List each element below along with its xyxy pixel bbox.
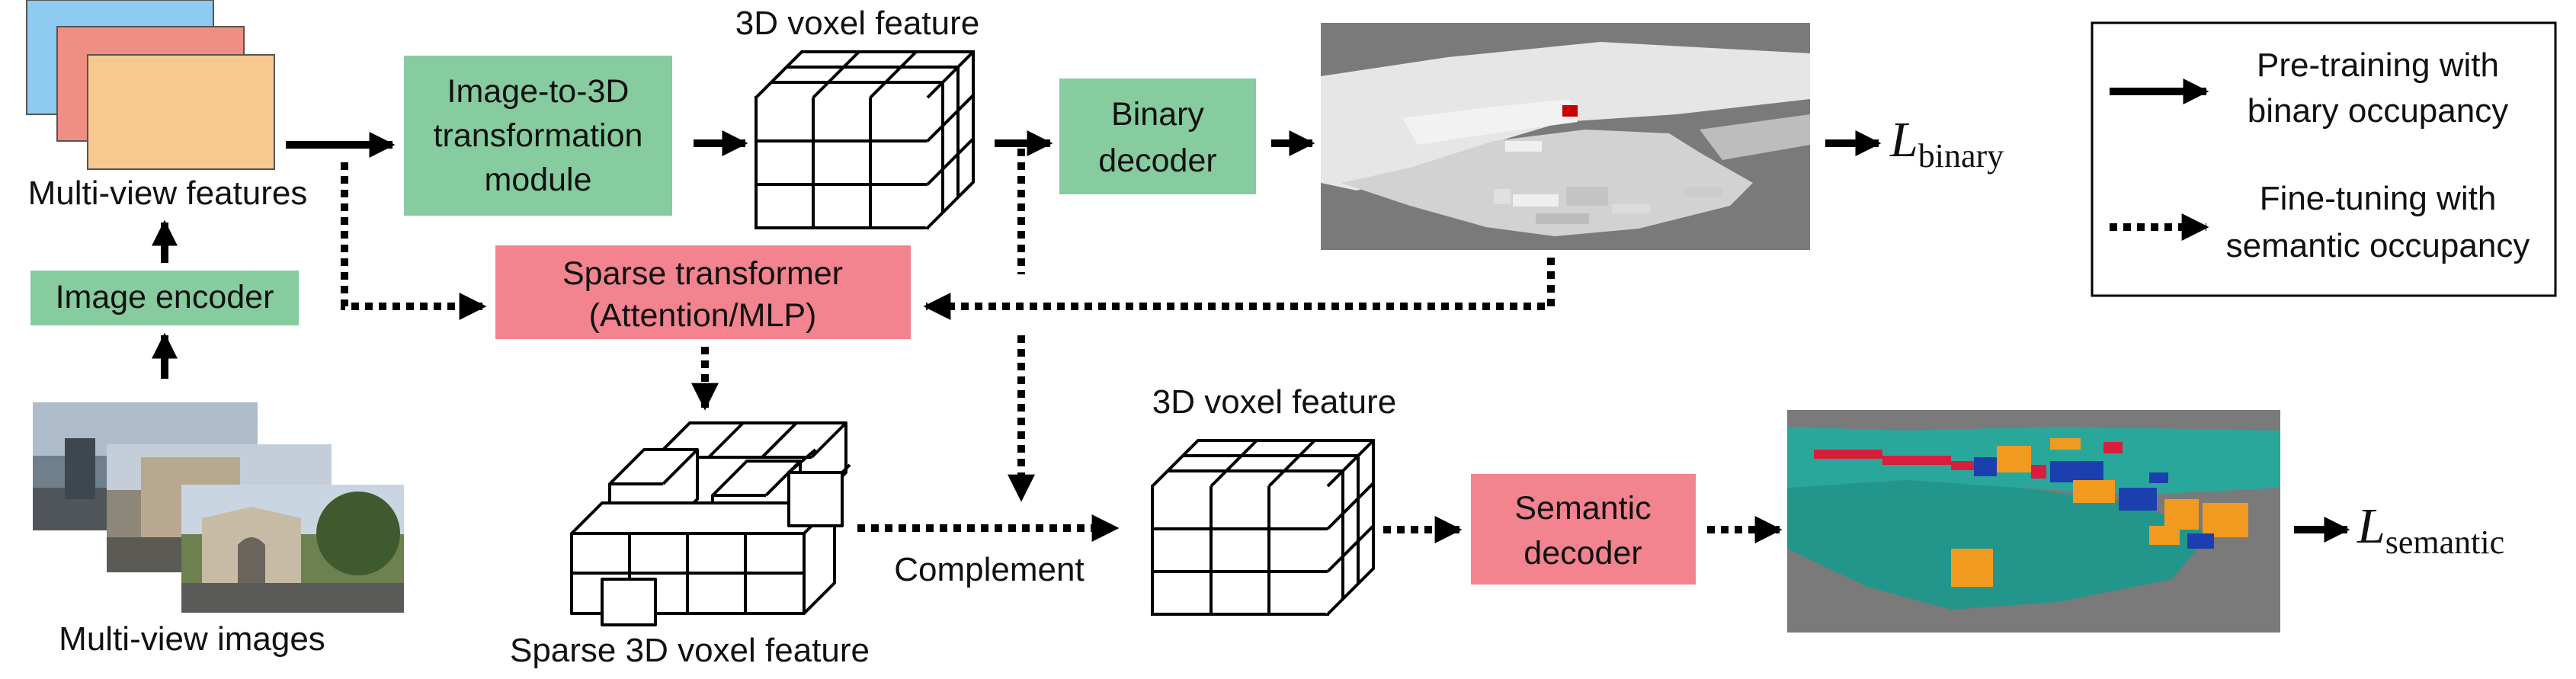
transformation-module-line1: Image-to-3D xyxy=(447,73,630,110)
image-encoder-box xyxy=(30,271,299,325)
binary-decoder-line2: decoder xyxy=(1098,143,1216,179)
legend: Pre-training with binary occupancy Fine-… xyxy=(2091,21,2557,297)
sparse-voxel-feature-label: Sparse 3D voxel feature xyxy=(510,632,870,669)
binary-decoder-box xyxy=(1059,78,1256,194)
arrow-render-to-sparse-transformer xyxy=(923,258,1555,320)
sparse-voxel-structure xyxy=(570,421,851,626)
voxel-feature-top-label: 3D voxel feature xyxy=(735,5,979,42)
semantic-decoder-line1: Semantic xyxy=(1514,490,1651,527)
multiview-images-label: Multi-view images xyxy=(59,620,325,658)
complement-label: Complement xyxy=(894,551,1084,588)
legend-dotted-line2: semantic occupancy xyxy=(2226,227,2530,264)
loss-binary: Lbinary xyxy=(1889,112,2004,175)
semantic-decoder-box xyxy=(1471,474,1696,585)
multiview-image-stack xyxy=(33,402,404,613)
binary-decoder-line1: Binary xyxy=(1111,96,1204,133)
transformation-module-box xyxy=(404,56,672,216)
semantic-decoder-line2: decoder xyxy=(1523,535,1642,572)
multiview-feature-stack xyxy=(26,0,275,170)
voxel-cube-bottom xyxy=(1151,439,1375,616)
binary-occupancy-render xyxy=(1321,23,1810,250)
voxel-feature-bottom-label: 3D voxel feature xyxy=(1152,383,1396,421)
legend-dotted-line1: Fine-tuning with xyxy=(2260,180,2497,217)
transformation-module-line3: module xyxy=(484,162,591,198)
loss-binary-subscript: binary xyxy=(1918,137,2004,175)
semantic-occupancy-render xyxy=(1787,410,2280,633)
image-encoder-label: Image encoder xyxy=(56,279,274,315)
multiview-features-label: Multi-view features xyxy=(28,175,308,212)
arrow-features-to-sparse-transformer xyxy=(341,162,487,320)
sparse-transformer-box xyxy=(495,245,911,339)
loss-semantic: Lsemantic xyxy=(2357,498,2504,561)
legend-solid-line1: Pre-training with xyxy=(2257,46,2499,84)
legend-solid-line2: binary occupancy xyxy=(2248,92,2508,130)
voxel-cube-top xyxy=(755,50,975,229)
loss-semantic-subscript: semantic xyxy=(2385,524,2504,561)
loss-semantic-main: L xyxy=(2357,498,2385,554)
loss-binary-main: L xyxy=(1889,112,1918,168)
transformation-module-line2: transformation xyxy=(434,117,643,154)
sparse-transformer-line1: Sparse transformer xyxy=(562,255,843,292)
sparse-transformer-line2: (Attention/MLP) xyxy=(589,297,817,334)
